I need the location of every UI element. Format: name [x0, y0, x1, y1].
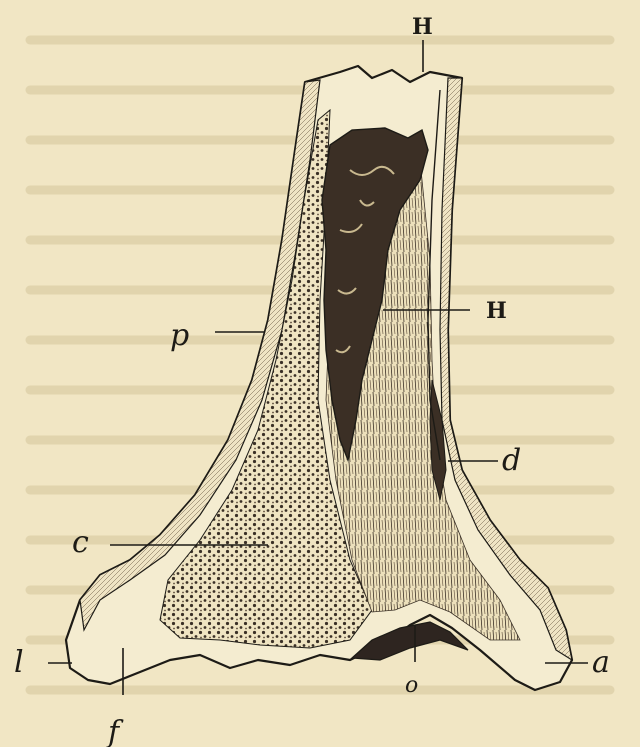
label-H-mid: H [486, 298, 507, 324]
label-f: f [106, 715, 124, 747]
label-d: d [502, 443, 521, 478]
label-o: o [405, 673, 418, 698]
label-p: p [170, 318, 189, 353]
label-a: a [592, 645, 610, 680]
label-H-top: H [412, 14, 433, 40]
label-l: l [14, 645, 24, 680]
label-c: c [72, 525, 89, 560]
